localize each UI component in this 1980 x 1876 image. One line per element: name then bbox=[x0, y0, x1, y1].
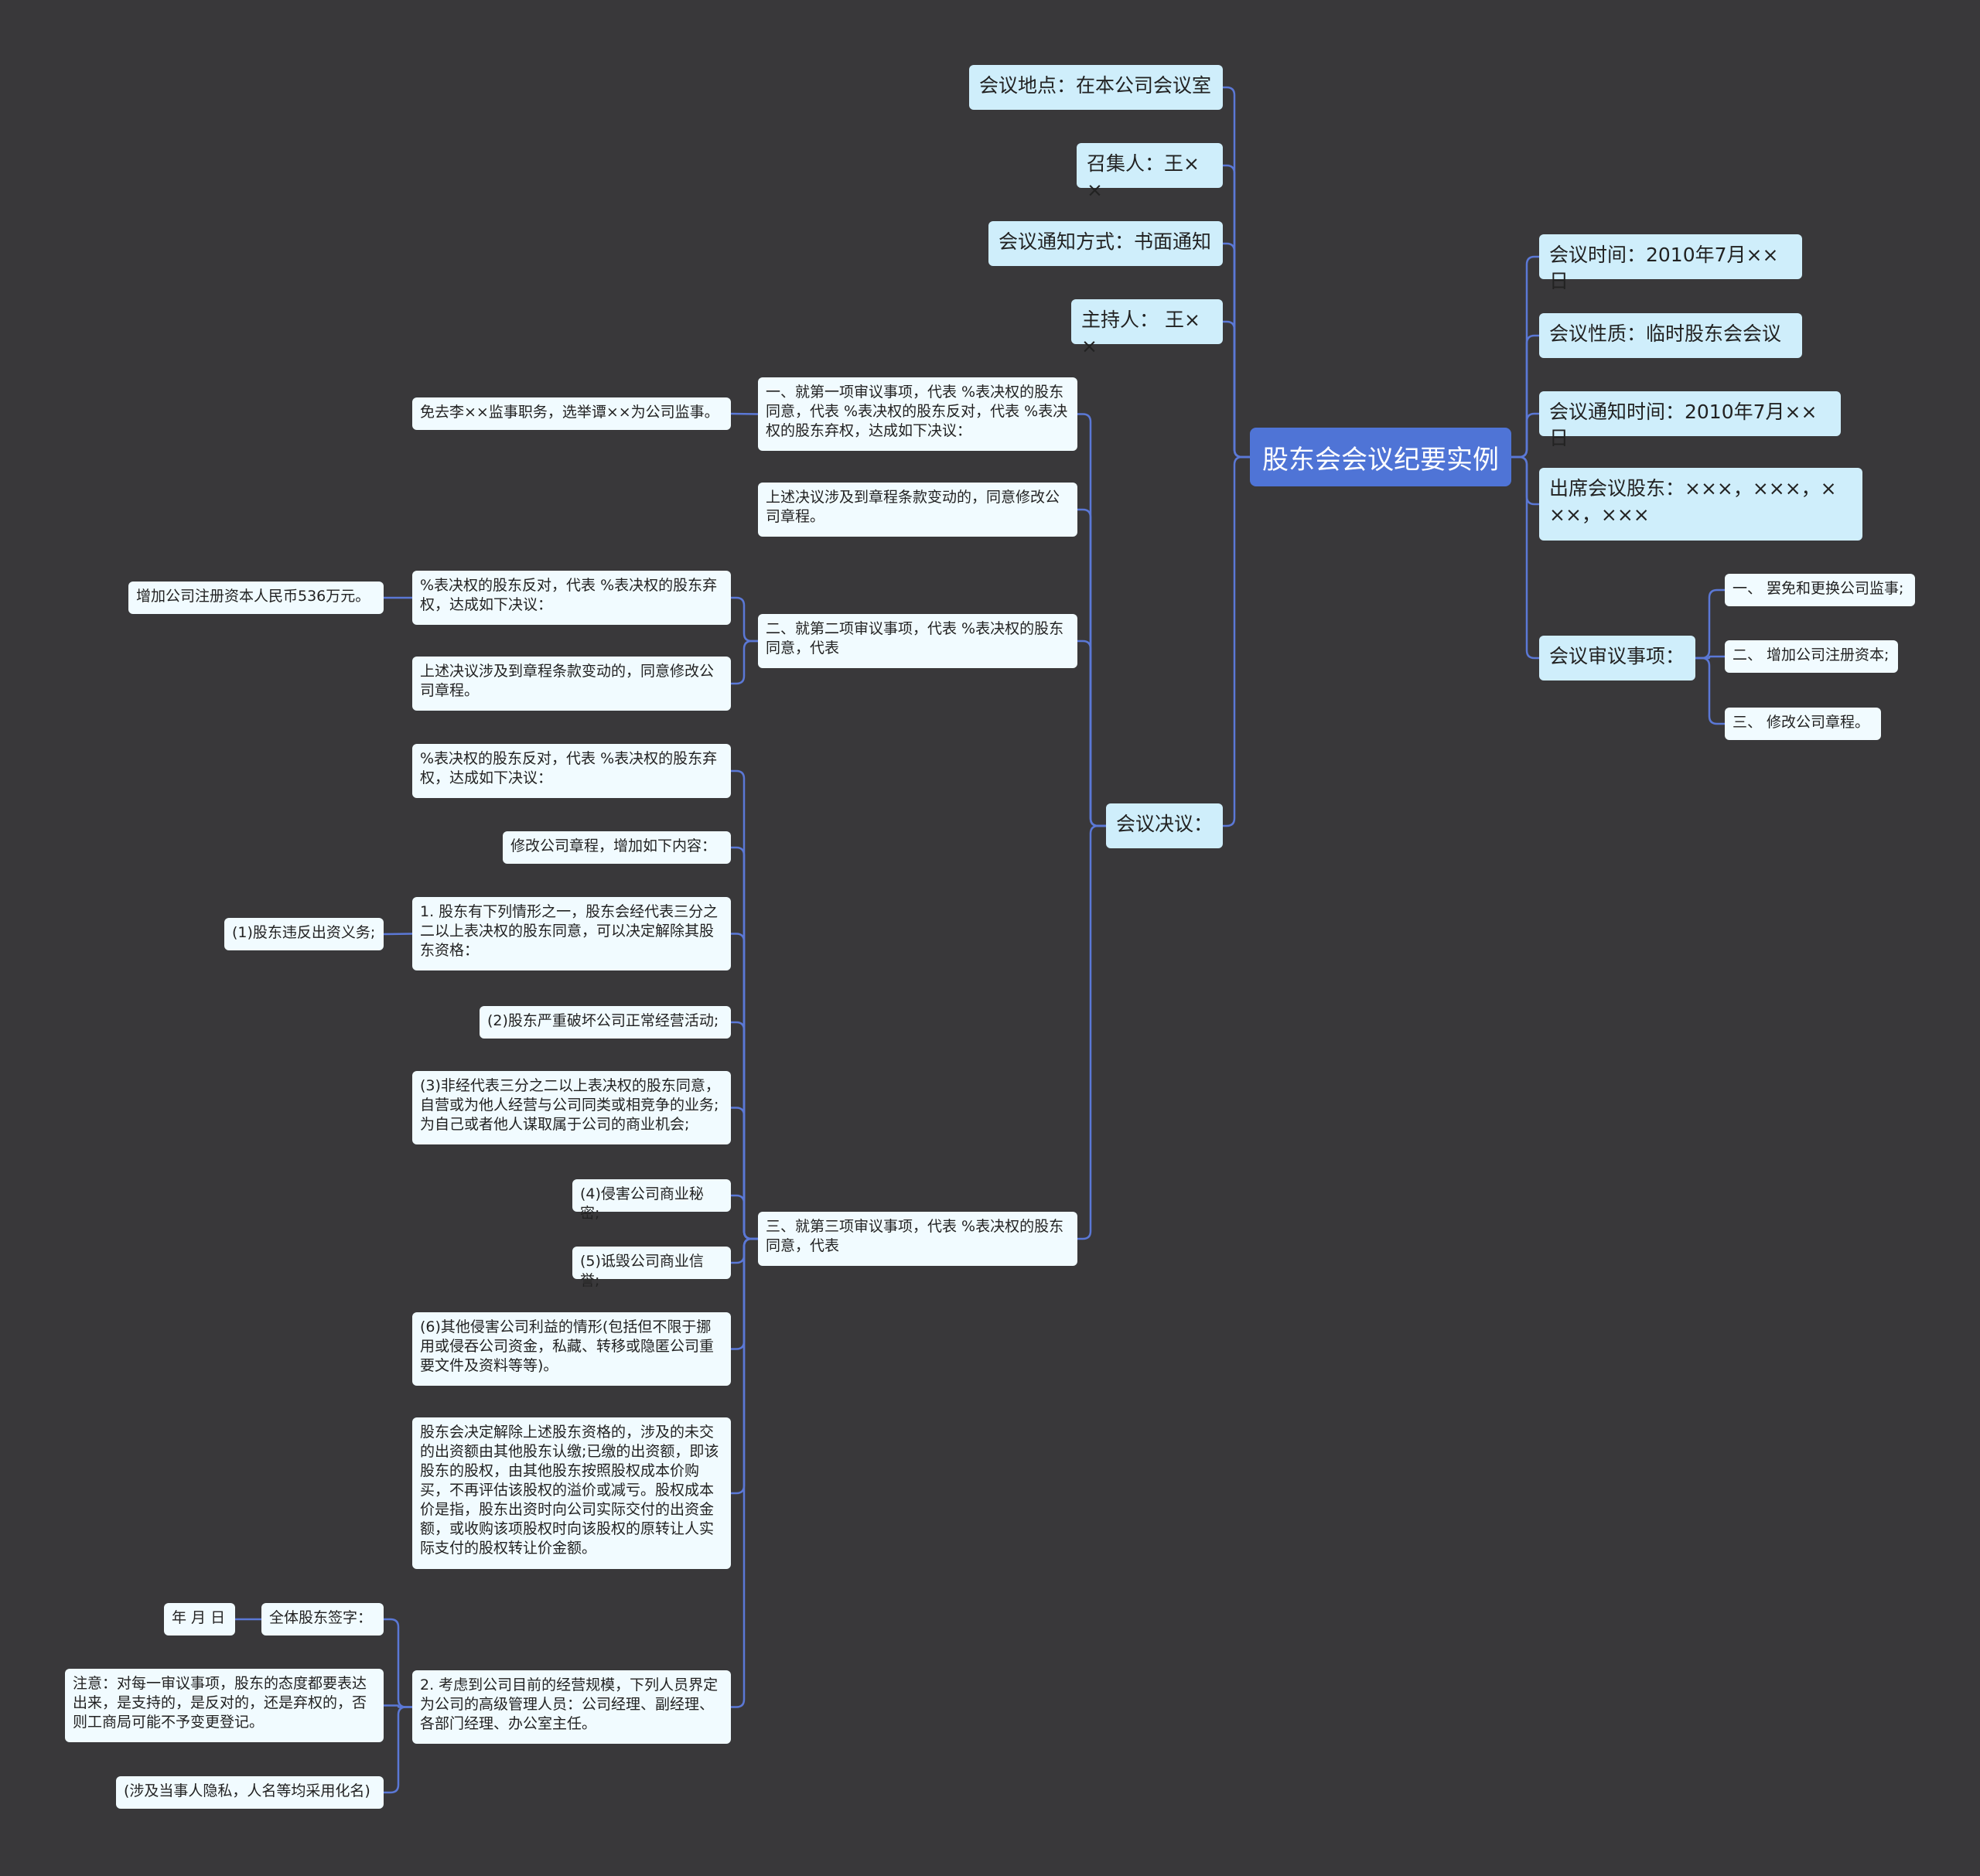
connector-line bbox=[731, 596, 758, 643]
resolution-3-vote[interactable]: %表决权的股东反对，代表 %表决权的股东弃权，达成如下决议： bbox=[412, 744, 731, 798]
topic-notice-method[interactable]: 会议通知方式：书面通知 bbox=[988, 221, 1223, 266]
resolution-1-note[interactable]: 上述决议涉及到章程条款变动的，同意修改公司章程。 bbox=[758, 483, 1077, 537]
topic-resolutions[interactable]: 会议决议： bbox=[1106, 803, 1223, 848]
connector-line bbox=[384, 1704, 412, 1708]
resolution-1[interactable]: 一、就第一项审议事项，代表 %表决权的股东同意，代表 %表决权的股东反对，代表 … bbox=[758, 377, 1077, 451]
connector-line bbox=[1077, 824, 1106, 1240]
connector-line bbox=[731, 640, 758, 685]
connector-line bbox=[1695, 657, 1725, 725]
topic-attendees[interactable]: 出席会议股东：×××，×××，×××，××× bbox=[1539, 468, 1862, 541]
connector-line bbox=[1511, 334, 1539, 459]
date-line[interactable]: 年 月 日 bbox=[164, 1603, 235, 1636]
topic-meeting-time[interactable]: 会议时间：2010年7月××日 bbox=[1539, 234, 1802, 292]
clause-1[interactable]: 1. 股东有下列情形之一，股东会经代表三分之二以上表决权的股东同意，可以决定解除… bbox=[412, 897, 731, 970]
privacy-note[interactable]: (涉及当事人隐私，人名等均采用化名) bbox=[116, 1776, 384, 1809]
connector-line bbox=[1223, 86, 1250, 459]
agenda-item[interactable]: 二、 增加公司注册资本; bbox=[1725, 640, 1898, 673]
topic-meeting-nature[interactable]: 会议性质：临时股东会会议 bbox=[1539, 313, 1802, 358]
connector-line bbox=[1077, 413, 1106, 827]
clause-1-item-3[interactable]: (3)非经代表三分之二以上表决权的股东同意，自营或为他人经营与公司同类或相竞争的… bbox=[412, 1071, 731, 1144]
agenda-item[interactable]: 一、 罢免和更换公司监事; bbox=[1725, 574, 1915, 606]
connector-line bbox=[731, 1194, 758, 1240]
resolution-2-vote[interactable]: %表决权的股东反对，代表 %表决权的股东弃权，达成如下决议： bbox=[412, 571, 731, 625]
connector-line bbox=[731, 1237, 758, 1708]
attention-note[interactable]: 注意：对每一审议事项，股东的态度都要表达出来，是支持的，是反对的，还是弃权的，否… bbox=[65, 1669, 384, 1742]
resolution-2-note[interactable]: 上述决议涉及到章程条款变动的，同意修改公司章程。 bbox=[412, 657, 731, 711]
connector-line bbox=[384, 1618, 412, 1708]
connector-line bbox=[1223, 455, 1250, 827]
resolution-3[interactable]: 三、就第三项审议事项，代表 %表决权的股东同意，代表 bbox=[758, 1212, 1077, 1266]
connector-line bbox=[1511, 455, 1539, 506]
agenda-item[interactable]: 三、 修改公司章程。 bbox=[1725, 708, 1881, 740]
signature-line[interactable]: 全体股东签字： bbox=[261, 1603, 384, 1636]
connector-line bbox=[383, 933, 413, 936]
resolution-1-result[interactable]: 免去李××监事职务，选举谭××为公司监事。 bbox=[412, 397, 731, 430]
clause-1-item-4[interactable]: (4)侵害公司商业秘密; bbox=[572, 1179, 731, 1222]
topic-convener[interactable]: 召集人：王×× bbox=[1077, 143, 1223, 201]
topic-notice-time[interactable]: 会议通知时间：2010年7月××日 bbox=[1539, 391, 1841, 449]
connector-line bbox=[1511, 455, 1539, 660]
clause-2[interactable]: 2. 考虑到公司目前的经营规模，下列人员界定为公司的高级管理人员：公司经理、副经… bbox=[412, 1670, 731, 1744]
resolution-3-amend[interactable]: 修改公司章程，增加如下内容： bbox=[503, 831, 731, 864]
clause-1-removal-rule[interactable]: 股东会决定解除上述股东资格的，涉及的未交的出资额由其他股东认缴;已缴的出资额，即… bbox=[412, 1417, 731, 1569]
connector-line bbox=[1695, 588, 1725, 660]
resolution-2-result[interactable]: 增加公司注册资本人民币536万元。 bbox=[128, 582, 384, 614]
connector-line bbox=[1077, 640, 1106, 827]
clause-1-item-6[interactable]: (6)其他侵害公司利益的情形(包括但不限于挪用或侵吞公司资金，私藏、转移或隐匿公… bbox=[412, 1312, 731, 1386]
connector-line bbox=[1695, 655, 1725, 660]
topic-agenda[interactable]: 会议审议事项： bbox=[1539, 636, 1695, 680]
connector-line bbox=[1223, 164, 1250, 459]
resolution-2[interactable]: 二、就第二项审议事项，代表 %表决权的股东同意，代表 bbox=[758, 614, 1077, 668]
connector-line bbox=[1077, 508, 1106, 827]
connector-line bbox=[1223, 320, 1250, 459]
connector-line bbox=[1511, 255, 1539, 459]
clause-1-item-1[interactable]: (1)股东违反出资义务; bbox=[224, 918, 384, 950]
connector-line bbox=[384, 1706, 412, 1794]
root-topic[interactable]: 股东会会议纪要实例 bbox=[1250, 428, 1511, 486]
clause-1-item-2[interactable]: (2)股东严重破坏公司正常经营活动; bbox=[480, 1006, 731, 1039]
topic-host[interactable]: 主持人： 王×× bbox=[1071, 299, 1223, 357]
clause-1-item-5[interactable]: (5)诋毁公司商业信誉; bbox=[572, 1247, 731, 1289]
connector-line bbox=[1511, 412, 1539, 459]
connector-line bbox=[1223, 242, 1250, 459]
topic-location[interactable]: 会议地点：在本公司会议室 bbox=[969, 65, 1223, 110]
